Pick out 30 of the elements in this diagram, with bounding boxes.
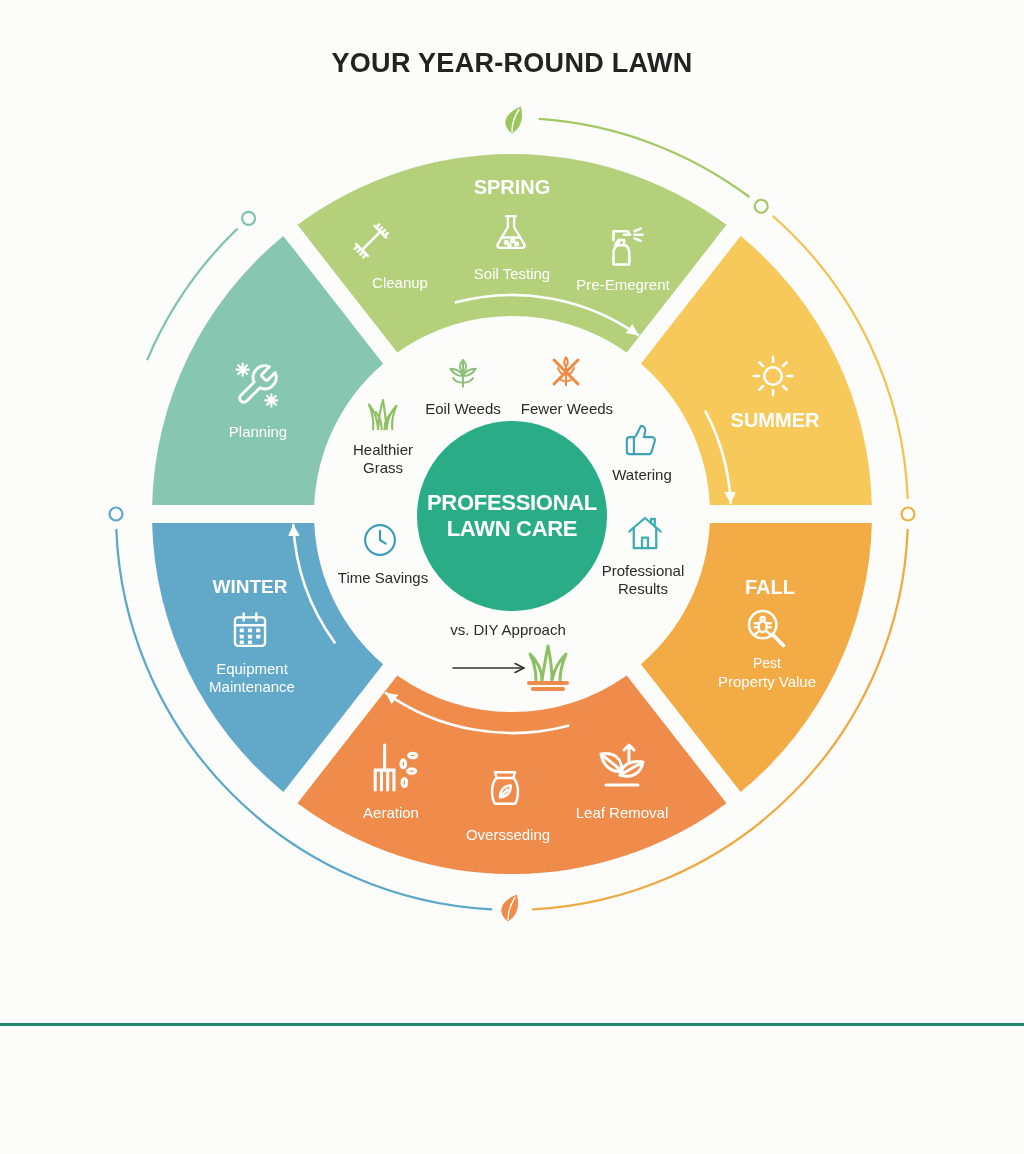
task-label: Pre-Emegrent bbox=[576, 276, 670, 294]
task-label: Equipment Maintenance bbox=[209, 660, 295, 696]
task-label: Cleanup bbox=[372, 274, 428, 292]
potted-grass-icon bbox=[524, 644, 572, 692]
hub-title: PROFESSIONAL LAWN CARE bbox=[426, 489, 598, 543]
season-segment bbox=[297, 154, 727, 353]
benefit-label: Professional Results bbox=[601, 562, 685, 598]
task-label: Soil Testing bbox=[473, 265, 551, 283]
task-label: Oversseding bbox=[465, 826, 551, 844]
curved-arrow bbox=[288, 523, 336, 644]
task-label: Planning bbox=[228, 423, 288, 441]
task-label: Property Value bbox=[717, 673, 817, 691]
benefit-label: Healthier Grass bbox=[353, 441, 413, 477]
task-label: Aeration bbox=[363, 804, 419, 822]
comparison-label: vs. DIY Approach bbox=[450, 621, 566, 639]
benefit-label: Eoil Weeds bbox=[425, 400, 501, 418]
curved-arrow bbox=[384, 691, 570, 735]
benefit-label: Time Savings bbox=[337, 569, 429, 587]
season-title: WINTER bbox=[212, 575, 288, 599]
task-label: Leaf Removal bbox=[575, 804, 669, 822]
season-title: SUMMER bbox=[730, 408, 820, 432]
benefit-label: Watering bbox=[612, 466, 672, 484]
benefit-label: Fewer Weeds bbox=[520, 400, 614, 418]
arrow bbox=[452, 662, 525, 674]
curved-arrow bbox=[704, 410, 736, 505]
task-label: Pest bbox=[753, 654, 781, 672]
curved-arrow bbox=[454, 293, 640, 337]
season-title: FALL bbox=[745, 575, 795, 599]
season-title: SPRING bbox=[473, 175, 551, 199]
diagram-title: YOUR YEAR-ROUND LAWN bbox=[331, 46, 693, 80]
